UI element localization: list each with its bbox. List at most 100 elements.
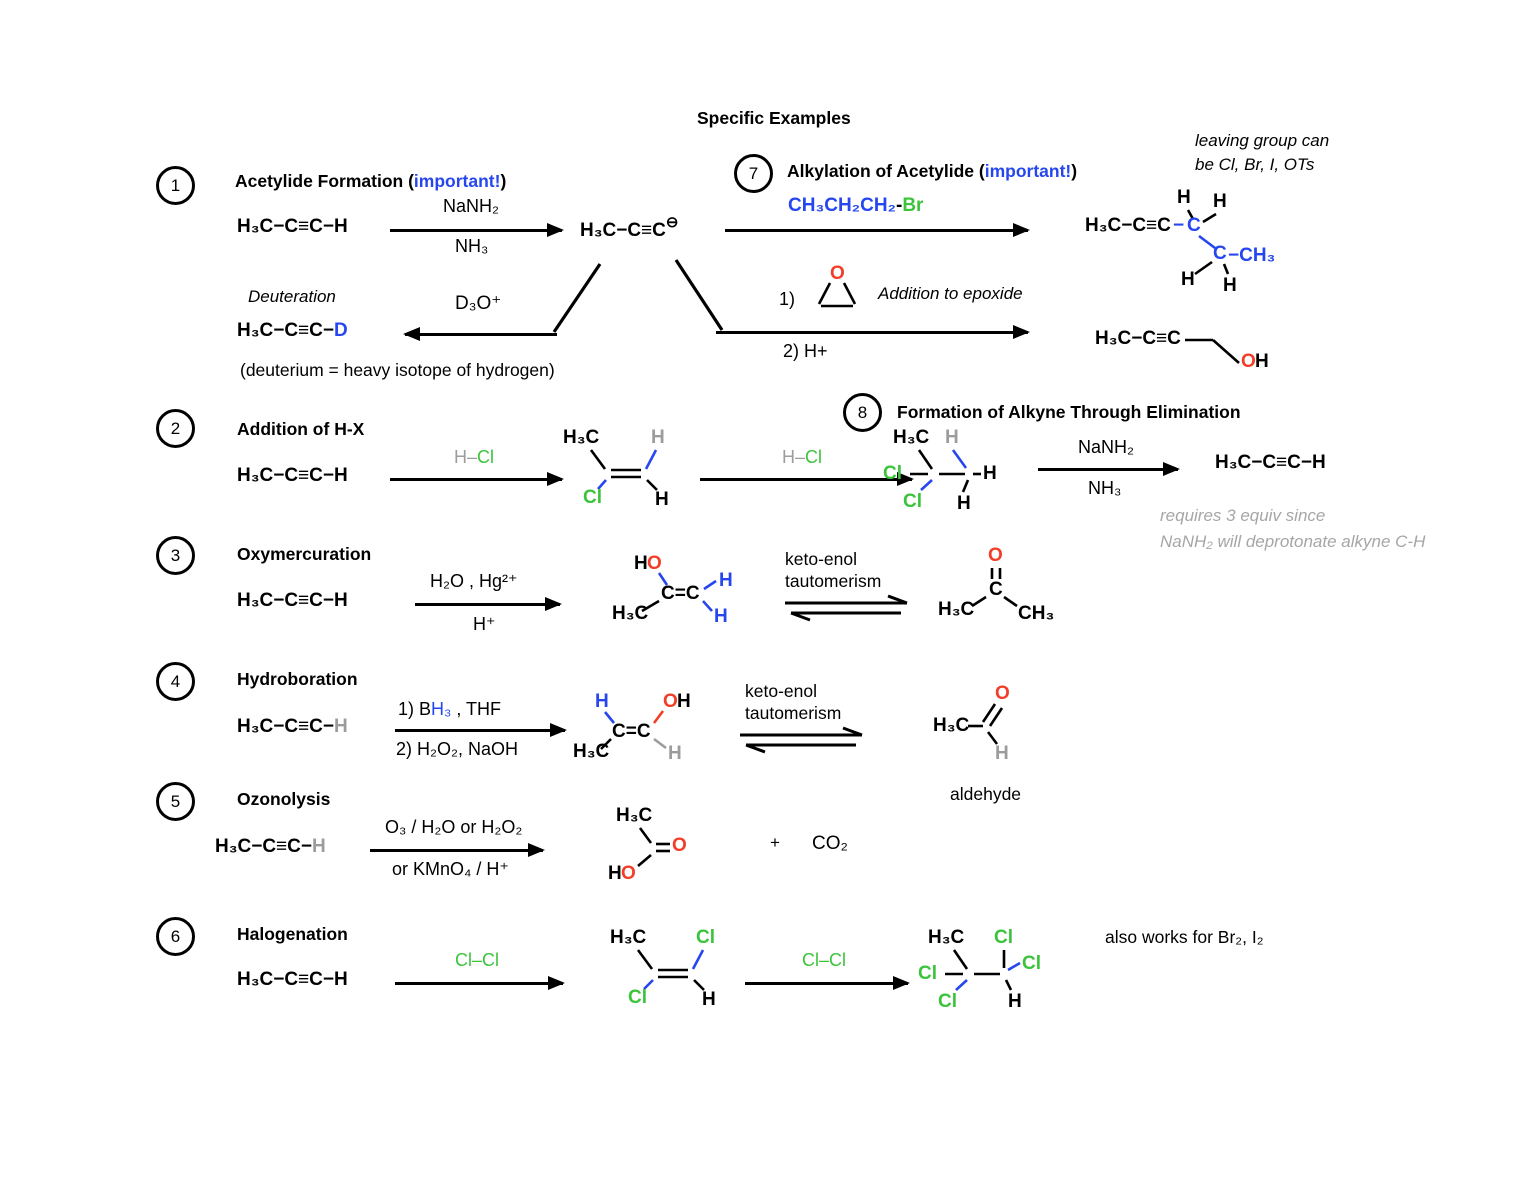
- reagent-below-arrow: 2) H₂O₂, NaOH: [396, 739, 518, 759]
- section-5-heading: Ozonolysis: [237, 789, 331, 809]
- acetylide-anion-formula: H₃C−C≡C⊖: [580, 214, 678, 242]
- bond-lines: [1185, 338, 1240, 364]
- oxygen-atom: O: [995, 683, 1010, 704]
- oxygen-atom: O: [988, 545, 1003, 566]
- hydrogen-atom: H: [1213, 191, 1227, 212]
- bond-lines: [600, 710, 667, 750]
- hydrogen-atom: H: [333, 716, 348, 737]
- section-number: 2: [170, 418, 181, 438]
- chlorine-atom: Cl: [805, 447, 823, 467]
- methyl-fragment: −CH₃: [1228, 245, 1276, 266]
- section-number: 7: [748, 163, 759, 183]
- heading-text: Alkylation of Acetylide (: [787, 161, 985, 181]
- reagent-above-arrow: 1) BH₃ , THF: [398, 699, 501, 720]
- bond-lines: [817, 282, 857, 308]
- section-8-number-circle: 8: [843, 393, 882, 432]
- bond-dash: −: [1173, 215, 1185, 236]
- hydrogen-atom: H: [655, 489, 669, 510]
- section-7-heading: Alkylation of Acetylide (important!): [787, 161, 1077, 181]
- methyl-fragment: H₃C: [612, 603, 649, 624]
- hydrogen-atom: H: [702, 989, 716, 1010]
- section-number: 5: [170, 791, 181, 811]
- hydrogen-atom: H: [1181, 269, 1195, 290]
- hydrogen-atom: H: [595, 691, 609, 712]
- bond-dash: –: [467, 447, 478, 467]
- section-1-number-circle: 1: [156, 166, 195, 205]
- section-6-number-circle: 6: [156, 917, 195, 956]
- oxygen-atom: O: [663, 691, 678, 712]
- chlorine-reagent: Cl–Cl: [802, 950, 847, 970]
- reaction-arrow-left: [403, 327, 557, 341]
- reagent-fragment: 1) B: [398, 699, 432, 719]
- methyl-fragment: CH₃: [1018, 603, 1055, 624]
- equiv-note-line2: NaNH₂ will deprotonate alkyne C-H: [1160, 532, 1426, 551]
- section-8-heading: Formation of Alkyne Through Elimination: [897, 402, 1241, 422]
- dichloropropane-structure: H₃C Cl Cl H H H: [883, 428, 1023, 522]
- hydrogen-atom: H: [957, 493, 971, 514]
- borane-hydrogens: H₃: [431, 699, 452, 719]
- propyne-formula: H₃C−C≡C−H: [237, 590, 348, 611]
- hydrogen-atom: H: [1223, 275, 1237, 296]
- tetrachloropropane-structure: H₃C Cl Cl Cl Cl H: [918, 928, 1063, 1022]
- equiv-note-line1: requires 3 equiv since: [1160, 506, 1326, 525]
- bond-lines: [637, 827, 670, 867]
- alkynol-structure: H₃C−C≡C O H: [1095, 319, 1315, 377]
- formula-fragment: H₃C−C≡C: [580, 220, 666, 241]
- aldehyde-label: aldehyde: [950, 784, 1022, 804]
- alkylated-alkyne-structure: H₃C−C≡C − C H H C −CH₃ H H: [1085, 188, 1305, 302]
- hcl-reagent: H–Cl: [454, 447, 494, 468]
- reaction-arrow: [390, 472, 564, 486]
- reaction-arrow: [716, 325, 1030, 339]
- reaction-arrow: [370, 843, 545, 857]
- methyl-fragment: H₃C: [573, 741, 610, 762]
- hydrogen-atom: H: [634, 553, 648, 574]
- chloropropene-structure: H₃C H Cl H: [563, 428, 698, 518]
- reaction-arrow: [1038, 462, 1180, 476]
- hydrogen-atom: H: [1008, 991, 1022, 1012]
- section-2-heading: Addition of H-X: [237, 419, 365, 439]
- section-5-number-circle: 5: [156, 782, 195, 821]
- bond-lines: [945, 949, 1021, 991]
- deuterated-propyne-formula: H₃C−C≡C−D: [237, 320, 348, 342]
- carbon-atom: C: [1187, 215, 1201, 236]
- hydrogen-atom: H: [945, 427, 959, 448]
- propyne-formula: H₃C−C≡C−H: [237, 969, 348, 990]
- carbon-atom: C: [989, 579, 1003, 600]
- propyne-formula: H₃C−C≡C−H: [237, 216, 348, 237]
- oxygen-atom: O: [647, 553, 662, 574]
- tautomerism-label-line2: tautomerism: [745, 703, 842, 723]
- section-4-heading: Hydroboration: [237, 669, 358, 689]
- methyl-fragment: H₃C: [616, 805, 653, 826]
- hydrogen-atom: H: [983, 463, 997, 484]
- oxygen-atom: O: [621, 863, 636, 884]
- formula-fragment: H₃C−C≡C−: [215, 836, 312, 857]
- chlorine-atom: Cl: [938, 991, 957, 1012]
- reaction-arrow: [725, 223, 1030, 237]
- reaction-arrow: [395, 723, 567, 737]
- chlorine-atom: Cl: [477, 447, 495, 467]
- equilibrium-arrows: [740, 726, 863, 754]
- heading-highlight: important!: [984, 161, 1072, 181]
- page-title: Specific Examples: [697, 108, 851, 128]
- methyl-fragment: H₃C: [893, 427, 930, 448]
- bond-lines: [910, 449, 981, 493]
- reaction-arrow: [390, 223, 564, 237]
- tautomerism-label-line1: keto-enol: [785, 549, 857, 569]
- section-2-number-circle: 2: [156, 409, 195, 448]
- section-4-number-circle: 4: [156, 662, 195, 701]
- negative-charge-icon: ⊖: [665, 214, 679, 231]
- section-number: 4: [170, 671, 181, 691]
- methyl-fragment: H₃C: [933, 715, 970, 736]
- propyne-formula: H₃C−C≡C−H: [237, 716, 348, 738]
- chlorine-atom: Cl: [883, 463, 902, 484]
- methyl-fragment: H₃C: [610, 927, 647, 948]
- chlorine-atom: Cl: [903, 491, 922, 512]
- alkyl-fragment: CH₃CH₂CH₂: [788, 195, 896, 216]
- section-number: 1: [170, 175, 181, 195]
- reaction-arrow: [395, 976, 565, 990]
- acetic-acid-structure: H₃C O H O: [608, 806, 728, 896]
- section-3-number-circle: 3: [156, 536, 195, 575]
- chlorine-atom: Cl: [994, 927, 1013, 948]
- alkyl-halide-reagent: CH₃CH₂CH₂-Br: [788, 195, 923, 217]
